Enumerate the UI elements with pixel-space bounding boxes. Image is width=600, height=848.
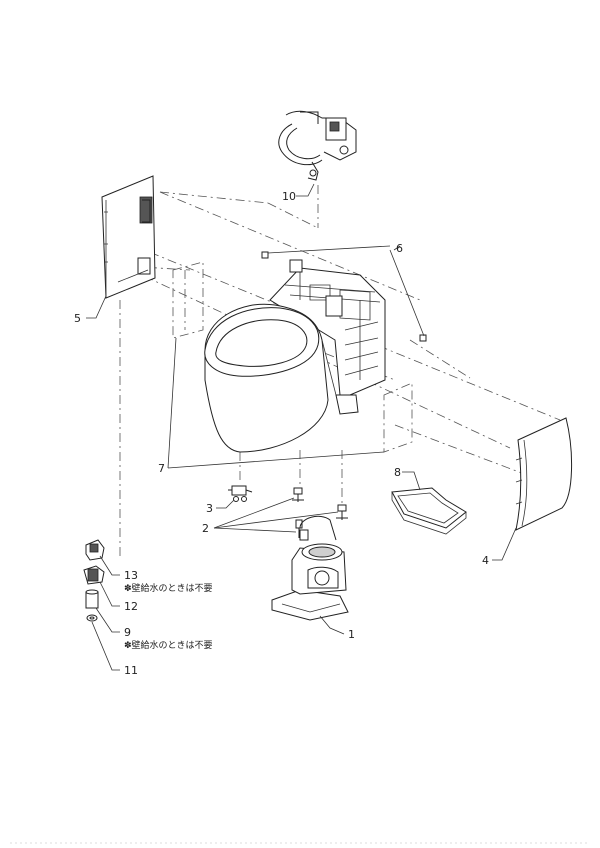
supply-fittings: [83, 539, 105, 622]
leader-lines: [86, 183, 517, 671]
clip-parts: [261, 251, 427, 342]
right-side-panel: [515, 417, 573, 531]
callout-7: 7: [158, 462, 165, 475]
callout-12: 12: [124, 600, 138, 613]
drain-flange-part: [271, 515, 349, 621]
note-wall-supply-9: ✽壁給水のときは不要: [124, 639, 213, 651]
callout-10: 10: [282, 190, 296, 203]
callout-11: 11: [124, 664, 138, 677]
fitting-part-3: [228, 485, 253, 502]
tray-part: [391, 487, 467, 535]
callout-2: 2: [202, 522, 209, 535]
callout-9: 9: [124, 626, 131, 639]
callout-4: 4: [482, 554, 489, 567]
callout-8: 8: [394, 466, 401, 479]
callout-5: 5: [74, 312, 81, 325]
water-valve-assembly: [278, 110, 357, 181]
left-side-panel: [101, 175, 156, 299]
notes: ✽壁給水のときは不要 ✽壁給水のときは不要: [124, 582, 213, 651]
callout-labels: 10 6 5 7 8 3 2 4 13 12 9 1 11: [74, 190, 489, 677]
note-wall-supply-12: ✽壁給水のときは不要: [124, 582, 213, 594]
anchor-bolts: [292, 487, 348, 538]
callout-13: 13: [124, 569, 138, 582]
callout-1: 1: [348, 628, 355, 641]
toilet-body: [204, 259, 386, 453]
callout-6: 6: [396, 242, 403, 255]
callout-3: 3: [206, 502, 213, 515]
assembly-guide-lines: [109, 185, 561, 560]
